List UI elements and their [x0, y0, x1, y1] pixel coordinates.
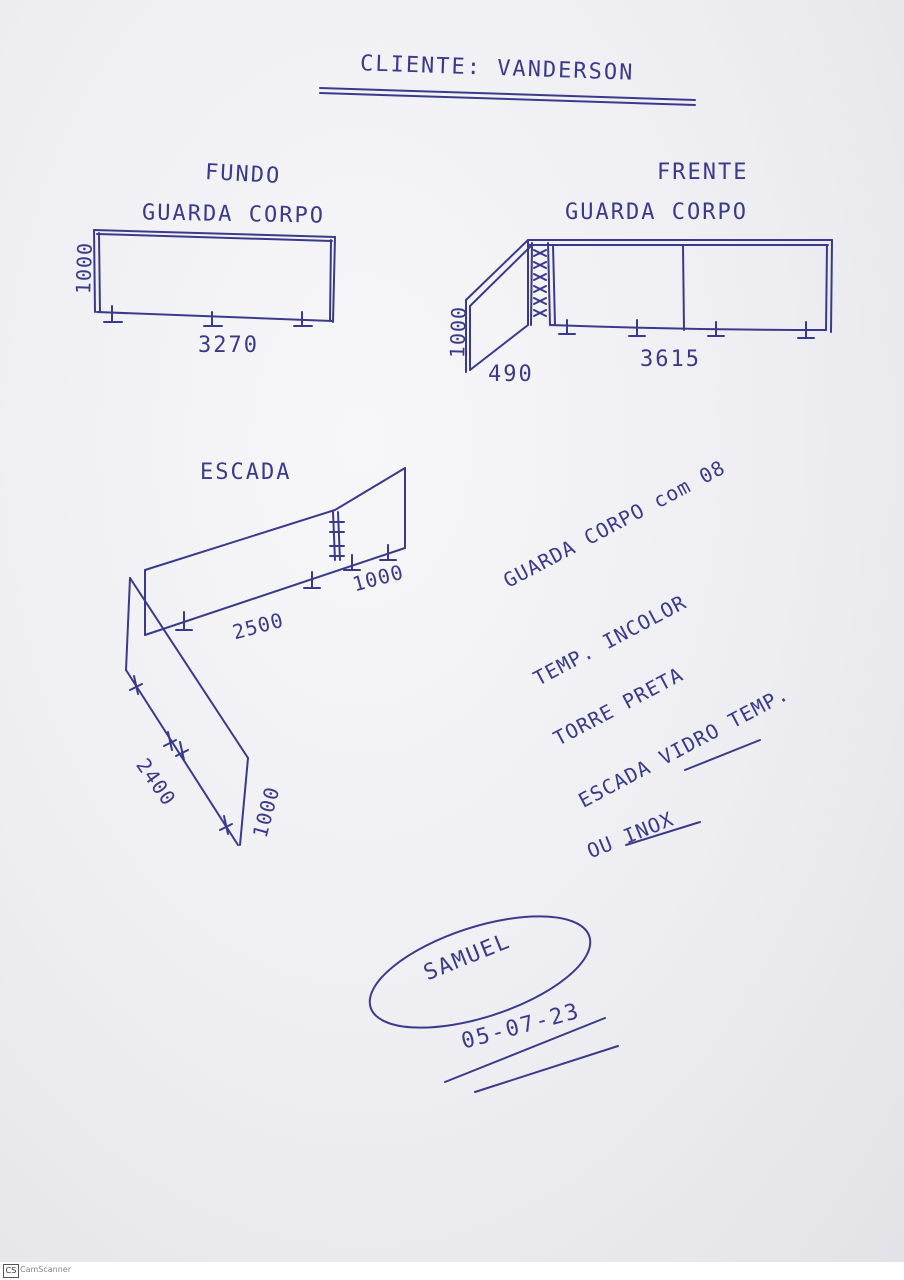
- camscanner-logo-icon: CS: [3, 1264, 19, 1278]
- frente-height: 1000: [445, 305, 471, 359]
- fundo-title: FUNDO: [204, 160, 282, 189]
- scanner-footer: CS CamScanner: [0, 1262, 904, 1280]
- fundo-subtitle: GUARDA CORPO: [141, 200, 326, 229]
- frente-subtitle: GUARDA CORPO: [565, 200, 748, 225]
- underline-inox: [625, 821, 701, 846]
- frente-title: FRENTE: [657, 160, 749, 185]
- signature-marks: [368, 915, 619, 1093]
- scanner-watermark: CamScanner: [20, 1265, 72, 1274]
- fundo-panel: [93, 229, 336, 327]
- fundo-width: 3270: [198, 333, 259, 358]
- escada-drawing: [125, 467, 406, 846]
- frente-panel: [465, 239, 833, 373]
- frente-side-width: 490: [488, 362, 534, 387]
- fundo-height: 1000: [71, 241, 97, 295]
- frente-width: 3615: [640, 347, 701, 372]
- title-underline: [319, 87, 696, 106]
- escada-title: ESCADA: [200, 460, 292, 485]
- underline-vidro-temp: [684, 739, 761, 771]
